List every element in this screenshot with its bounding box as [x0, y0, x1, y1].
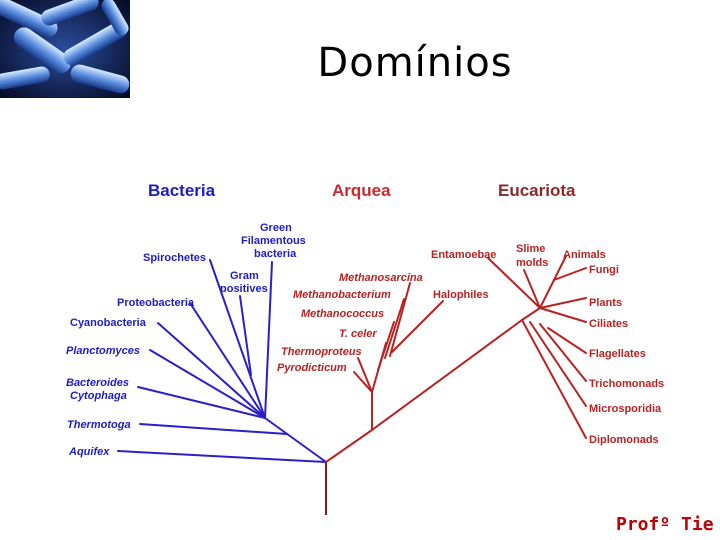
label-cyanobacteria: Cyanobacteria — [70, 317, 147, 329]
label-aquifex: Aquifex — [68, 446, 110, 458]
label-t-celer: T. celer — [339, 328, 377, 340]
slide-title: Domínios — [317, 40, 513, 86]
label-bacteroides: Bacteroides — [66, 377, 129, 389]
archaea-branches — [325, 282, 444, 463]
label-plants: Plants — [589, 297, 622, 309]
label-green-filamentous-2: Filamentous — [241, 235, 306, 247]
label-thermoproteus: Thermoproteus — [281, 346, 362, 358]
label-spirochetes: Spirochetes — [143, 252, 206, 264]
label-gram-positives-2: positives — [220, 283, 268, 295]
domain-eukaryota: Eucariota — [498, 181, 576, 200]
label-slime-molds-1: Slime — [516, 243, 545, 255]
label-fungi: Fungi — [589, 264, 619, 276]
label-gram-positives-1: Gram — [230, 270, 259, 282]
bacteria-photo — [0, 0, 130, 98]
label-methanococcus: Methanococcus — [301, 308, 384, 320]
author-credit: Profº Tie — [616, 514, 714, 535]
domain-archaea: Arquea — [332, 181, 391, 200]
label-planctomyces: Planctomyces — [66, 345, 140, 357]
label-entamoebae: Entamoebae — [431, 249, 496, 261]
label-thermotoga: Thermotoga — [67, 419, 131, 431]
label-diplomonads: Diplomonads — [589, 434, 659, 446]
bacteria-branches — [117, 259, 327, 463]
label-methanosarcina: Methanosarcina — [339, 272, 423, 284]
label-green-filamentous-1: Green — [260, 222, 292, 234]
label-halophiles: Halophiles — [433, 289, 489, 301]
label-trichomonads: Trichomonads — [589, 378, 664, 390]
label-animals: Animals — [563, 249, 606, 261]
label-proteobacteria: Proteobacteria — [117, 297, 195, 309]
label-green-filamentous-3: bacteria — [254, 248, 297, 260]
label-flagellates: Flagellates — [589, 348, 646, 360]
label-ciliates: Ciliates — [589, 318, 628, 330]
label-cytophaga: Cytophaga — [70, 390, 127, 402]
label-methanobacterium: Methanobacterium — [293, 289, 391, 301]
eukaryota-branches — [371, 255, 587, 439]
label-pyrodicticum: Pyrodicticum — [277, 362, 347, 374]
label-microsporidia: Microsporidia — [589, 403, 662, 415]
label-slime-molds-2: molds — [516, 257, 548, 269]
domain-bacteria: Bacteria — [148, 181, 216, 200]
